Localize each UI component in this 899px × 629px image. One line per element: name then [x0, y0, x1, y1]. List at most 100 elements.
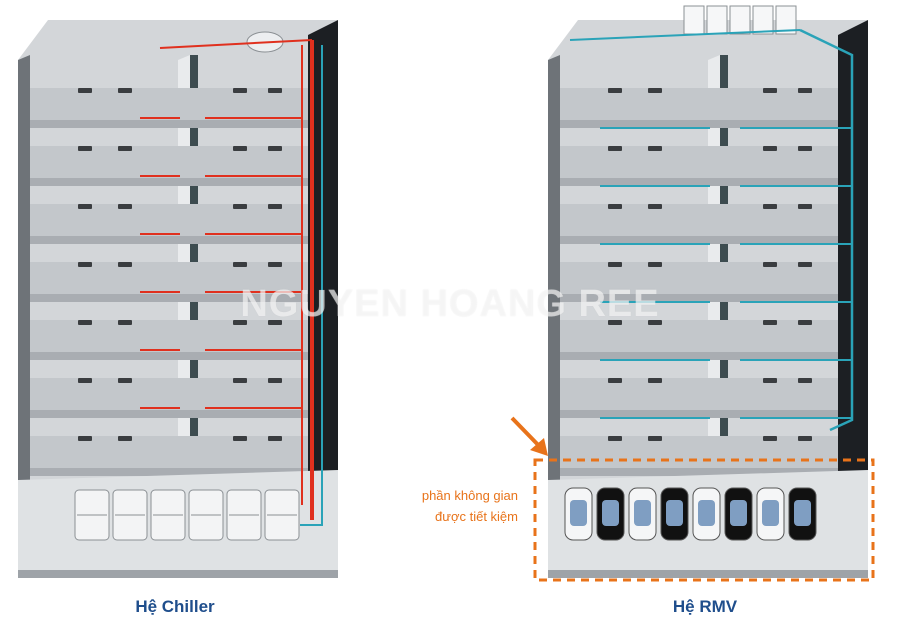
- chiller-building-base-slab: [18, 570, 338, 578]
- indoor-unit-icon: [233, 378, 247, 383]
- chiller-building-floor-slab: [30, 120, 308, 128]
- outdoor-unit: [706, 5, 728, 35]
- indoor-unit-icon: [648, 320, 662, 325]
- rmv-building-floor-slab: [560, 178, 838, 186]
- chiller-building: [18, 20, 338, 578]
- rmv-building: [510, 5, 875, 582]
- indoor-unit-icon: [763, 320, 777, 325]
- rmv-building-floor-room: [560, 320, 838, 352]
- indoor-unit-icon: [268, 146, 282, 151]
- indoor-unit-icon: [763, 146, 777, 151]
- indoor-unit-icon: [798, 88, 812, 93]
- chiller-building-floor-room: [30, 378, 308, 410]
- rmv-building-floor-slab: [560, 352, 838, 360]
- condenser-water-pipe: [300, 45, 323, 526]
- rmv-building-floor-room: [560, 262, 838, 294]
- outdoor-unit: [683, 5, 705, 35]
- indoor-unit-icon: [233, 262, 247, 267]
- chiller-building-floor-room: [30, 436, 308, 468]
- indoor-unit-icon: [268, 378, 282, 383]
- indoor-unit-icon: [118, 262, 132, 267]
- indoor-unit-icon: [763, 88, 777, 93]
- indoor-unit-icon: [798, 262, 812, 267]
- indoor-unit-icon: [268, 88, 282, 93]
- indoor-unit-icon: [798, 204, 812, 209]
- chiller-building-floor-room: [30, 204, 308, 236]
- indoor-unit-icon: [608, 88, 622, 93]
- rmv-building-base-slab: [548, 570, 868, 578]
- car-window: [634, 500, 651, 526]
- rmv-building-floor-room: [560, 204, 838, 236]
- indoor-unit-icon: [763, 436, 777, 441]
- rmv-building-floor-room: [560, 436, 838, 468]
- chiller-system-caption: Hệ Chiller: [135, 597, 215, 616]
- indoor-unit-icon: [118, 436, 132, 441]
- indoor-unit-icon: [268, 204, 282, 209]
- indoor-unit-icon: [78, 262, 92, 267]
- chiller-building-floor-slab: [30, 178, 308, 186]
- indoor-unit-icon: [798, 146, 812, 151]
- outdoor-unit: [752, 5, 774, 35]
- chiller-building-left-wall: [18, 55, 30, 575]
- indoor-unit-icon: [798, 436, 812, 441]
- indoor-unit-icon: [233, 204, 247, 209]
- indoor-unit-icon: [118, 204, 132, 209]
- indoor-unit-icon: [233, 320, 247, 325]
- indoor-unit-icon: [608, 436, 622, 441]
- rmv-roof-pipe: [569, 29, 801, 41]
- indoor-unit-icon: [118, 146, 132, 151]
- chiller-building-floor-slab: [30, 236, 308, 244]
- indoor-unit-icon: [233, 436, 247, 441]
- indoor-unit-icon: [763, 262, 777, 267]
- indoor-unit-icon: [648, 262, 662, 267]
- rmv-system-caption: Hệ RMV: [672, 597, 738, 616]
- indoor-unit-icon: [608, 320, 622, 325]
- indoor-unit-icon: [798, 378, 812, 383]
- indoor-unit-icon: [763, 204, 777, 209]
- rmv-building-floor-room: [560, 378, 838, 410]
- car-window: [730, 500, 747, 526]
- indoor-unit-icon: [78, 436, 92, 441]
- car-window: [698, 500, 715, 526]
- indoor-unit-icon: [233, 146, 247, 151]
- indoor-unit-icon: [608, 378, 622, 383]
- indoor-unit-icon: [118, 88, 132, 93]
- car-window: [794, 500, 811, 526]
- indoor-unit-icon: [78, 88, 92, 93]
- indoor-unit-icon: [268, 262, 282, 267]
- chiller-building-floor-room: [30, 320, 308, 352]
- indoor-unit-icon: [78, 320, 92, 325]
- rmv-building-floor-room: [560, 88, 838, 120]
- chiller-roof-pipe: [159, 39, 313, 49]
- indoor-unit-icon: [798, 320, 812, 325]
- indoor-unit-icon: [648, 378, 662, 383]
- indoor-unit-icon: [268, 436, 282, 441]
- indoor-unit-icon: [763, 378, 777, 383]
- indoor-unit-icon: [648, 146, 662, 151]
- indoor-unit-icon: [648, 436, 662, 441]
- indoor-unit-icon: [78, 378, 92, 383]
- rmv-building-floor-slab: [560, 120, 838, 128]
- indoor-unit-icon: [118, 320, 132, 325]
- saved-space-note-line2: được tiết kiệm: [435, 509, 518, 524]
- chiller-building-floor-slab: [30, 294, 308, 302]
- indoor-unit-icon: [78, 146, 92, 151]
- rmv-building-floor-slab: [560, 236, 838, 244]
- indoor-unit-icon: [608, 146, 622, 151]
- car-window: [762, 500, 779, 526]
- indoor-unit-icon: [233, 88, 247, 93]
- watermark: NGUYEN HOANG REE: [240, 283, 660, 325]
- chiller-building-floor-room: [30, 146, 308, 178]
- chiller-building-floor-room: [30, 88, 308, 120]
- indoor-unit-icon: [648, 204, 662, 209]
- saved-space-highlight: [533, 458, 875, 582]
- car-window: [602, 500, 619, 526]
- indoor-unit-icon: [608, 262, 622, 267]
- rmv-refrigerant-riser: [799, 28, 854, 432]
- car-window: [570, 500, 587, 526]
- car-window: [666, 500, 683, 526]
- outdoor-unit: [729, 5, 751, 35]
- chiller-building-floor-slab: [30, 352, 308, 360]
- rmv-building-left-wall: [548, 55, 560, 575]
